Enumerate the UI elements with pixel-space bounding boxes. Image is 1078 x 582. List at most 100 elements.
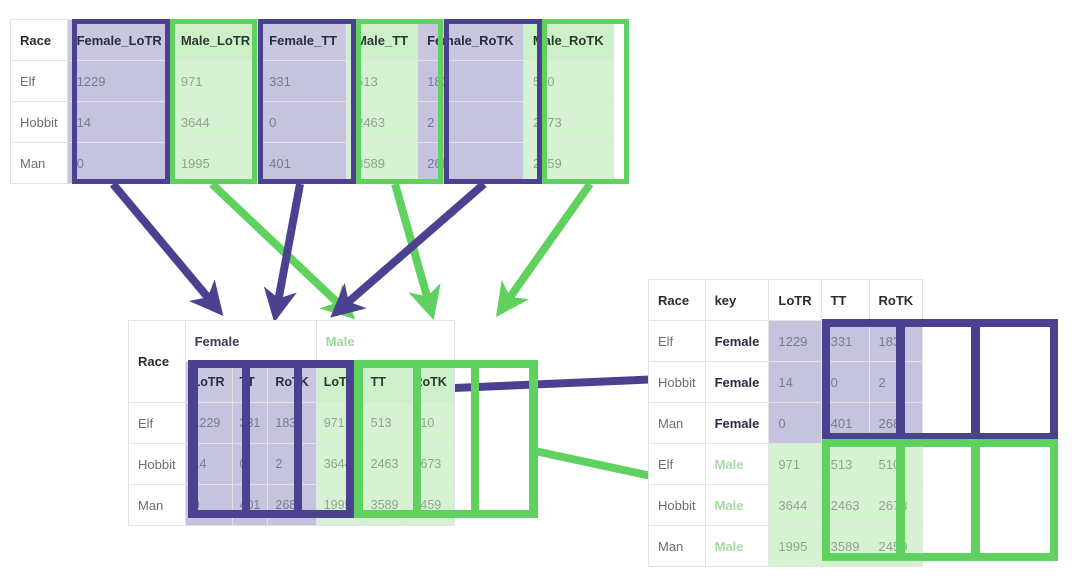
row-label-race: Man bbox=[648, 525, 706, 567]
cell-female-value: 2 bbox=[417, 101, 524, 143]
group-header-female: Female bbox=[184, 320, 317, 362]
cell-male-value: 510 bbox=[405, 402, 455, 444]
cell-male-value: 513 bbox=[362, 402, 407, 444]
cell-key: Female bbox=[704, 320, 770, 362]
cell-female-value: 2 bbox=[267, 443, 317, 485]
cell-male-value: 971 bbox=[768, 443, 822, 485]
col-header-male-tt: Male_TT bbox=[346, 19, 419, 61]
cell-female-value: 1229 bbox=[184, 402, 233, 444]
cell-female-value: 0 bbox=[231, 443, 269, 485]
cell-female-value: 0 bbox=[184, 484, 233, 526]
cell-female-value: 0 bbox=[820, 361, 870, 403]
cell-male-value: 2459 bbox=[405, 484, 455, 526]
arrow-male-tt bbox=[391, 182, 441, 321]
col-header-race: Race bbox=[10, 19, 68, 61]
cell-key: Male bbox=[704, 484, 770, 526]
row-label-race: Hobbit bbox=[10, 101, 68, 143]
cell-female-value: 14 bbox=[66, 101, 172, 143]
cell-key: Female bbox=[704, 402, 770, 444]
group-header-row: Race Female Male bbox=[128, 320, 455, 403]
cell-male-value: 2673 bbox=[868, 484, 924, 526]
cell-male-value: 971 bbox=[170, 60, 261, 102]
cell-female-value: 183 bbox=[267, 402, 317, 444]
arrow-male-rotk bbox=[495, 181, 594, 317]
col-header-female-lotr: Female_LoTR bbox=[66, 19, 172, 61]
cell-female-value: 0 bbox=[259, 101, 348, 143]
cell-male-value: 2463 bbox=[346, 101, 419, 143]
col-header-race: Race bbox=[648, 279, 706, 321]
cell-male-value: 1995 bbox=[170, 142, 261, 184]
sub-header-male-lotr: LoTR bbox=[315, 361, 364, 403]
cell-male-value: 2459 bbox=[522, 142, 614, 184]
cell-male-value: 510 bbox=[522, 60, 614, 102]
cell-key: Male bbox=[704, 443, 770, 485]
cell-male-value: 2463 bbox=[362, 443, 407, 485]
cell-male-value: 3644 bbox=[170, 101, 261, 143]
cell-female-value: 268 bbox=[267, 484, 317, 526]
col-header-male-lotr: Male_LoTR bbox=[170, 19, 261, 61]
cell-male-value: 3644 bbox=[315, 443, 364, 485]
cell-female-value: 2 bbox=[868, 361, 924, 403]
cell-female-value: 1229 bbox=[66, 60, 172, 102]
arrow-female-rotk bbox=[330, 180, 487, 318]
cell-male-value: 3644 bbox=[768, 484, 822, 526]
col-header-female-tt: Female_TT bbox=[259, 19, 348, 61]
cell-female-value: 0 bbox=[768, 402, 822, 444]
sub-header-female-lotr: LoTR bbox=[184, 361, 233, 403]
cell-female-value: 401 bbox=[231, 484, 269, 526]
cell-male-value: 3589 bbox=[820, 525, 870, 567]
corner-label-race: Race bbox=[128, 320, 186, 403]
cell-female-value: 1229 bbox=[768, 320, 822, 362]
row-label-race: Elf bbox=[10, 60, 68, 102]
col-header-lotr: LoTR bbox=[768, 279, 822, 321]
row-label-race: Elf bbox=[648, 443, 706, 485]
col-header-female-rotk: Female_RoTK bbox=[417, 19, 524, 61]
highlight-mid-male-rotk bbox=[474, 363, 534, 515]
cell-male-value: 513 bbox=[820, 443, 870, 485]
cell-female-value: 331 bbox=[259, 60, 348, 102]
table-header-row: Race key LoTR TT RoTK bbox=[648, 279, 924, 321]
cell-male-value: 971 bbox=[315, 402, 364, 444]
highlight-long-male-rotk bbox=[975, 442, 1055, 558]
wide-format-table: Race Female_LoTR Male_LoTR Female_TT Mal… bbox=[10, 19, 614, 184]
cell-male-value: 2459 bbox=[868, 525, 924, 567]
group-header-male: Male bbox=[315, 320, 455, 362]
cell-male-value: 2673 bbox=[522, 101, 614, 143]
cell-male-value: 513 bbox=[346, 60, 419, 102]
sub-header-male-rotk: RoTK bbox=[405, 361, 455, 403]
sub-header-female-rotk: RoTK bbox=[267, 361, 317, 403]
cell-female-value: 14 bbox=[768, 361, 822, 403]
cell-female-value: 14 bbox=[184, 443, 233, 485]
highlight-long-female-rotk bbox=[975, 322, 1055, 438]
cell-key: Female bbox=[704, 361, 770, 403]
row-label-race: Man bbox=[128, 484, 186, 526]
sub-header-female-tt: TT bbox=[231, 361, 269, 403]
cell-male-value: 3589 bbox=[346, 142, 419, 184]
cell-male-value: 510 bbox=[868, 443, 924, 485]
col-header-key: key bbox=[704, 279, 770, 321]
arrow-female-tt bbox=[263, 183, 304, 323]
cell-male-value: 2463 bbox=[820, 484, 870, 526]
cell-male-value: 1995 bbox=[768, 525, 822, 567]
cell-male-value: 2673 bbox=[405, 443, 455, 485]
row-label-race: Man bbox=[648, 402, 706, 444]
row-label-race: Elf bbox=[648, 320, 706, 362]
col-header-male-rotk: Male_RoTK bbox=[522, 19, 614, 61]
cell-female-value: 401 bbox=[820, 402, 870, 444]
cell-female-value: 268 bbox=[417, 142, 524, 184]
arrow-male-lotr bbox=[209, 181, 356, 320]
row-label-race: Elf bbox=[128, 402, 186, 444]
sub-header-male-tt: TT bbox=[362, 361, 407, 403]
col-header-rotk: RoTK bbox=[868, 279, 924, 321]
cell-key: Male bbox=[704, 525, 770, 567]
row-label-race: Hobbit bbox=[648, 361, 706, 403]
